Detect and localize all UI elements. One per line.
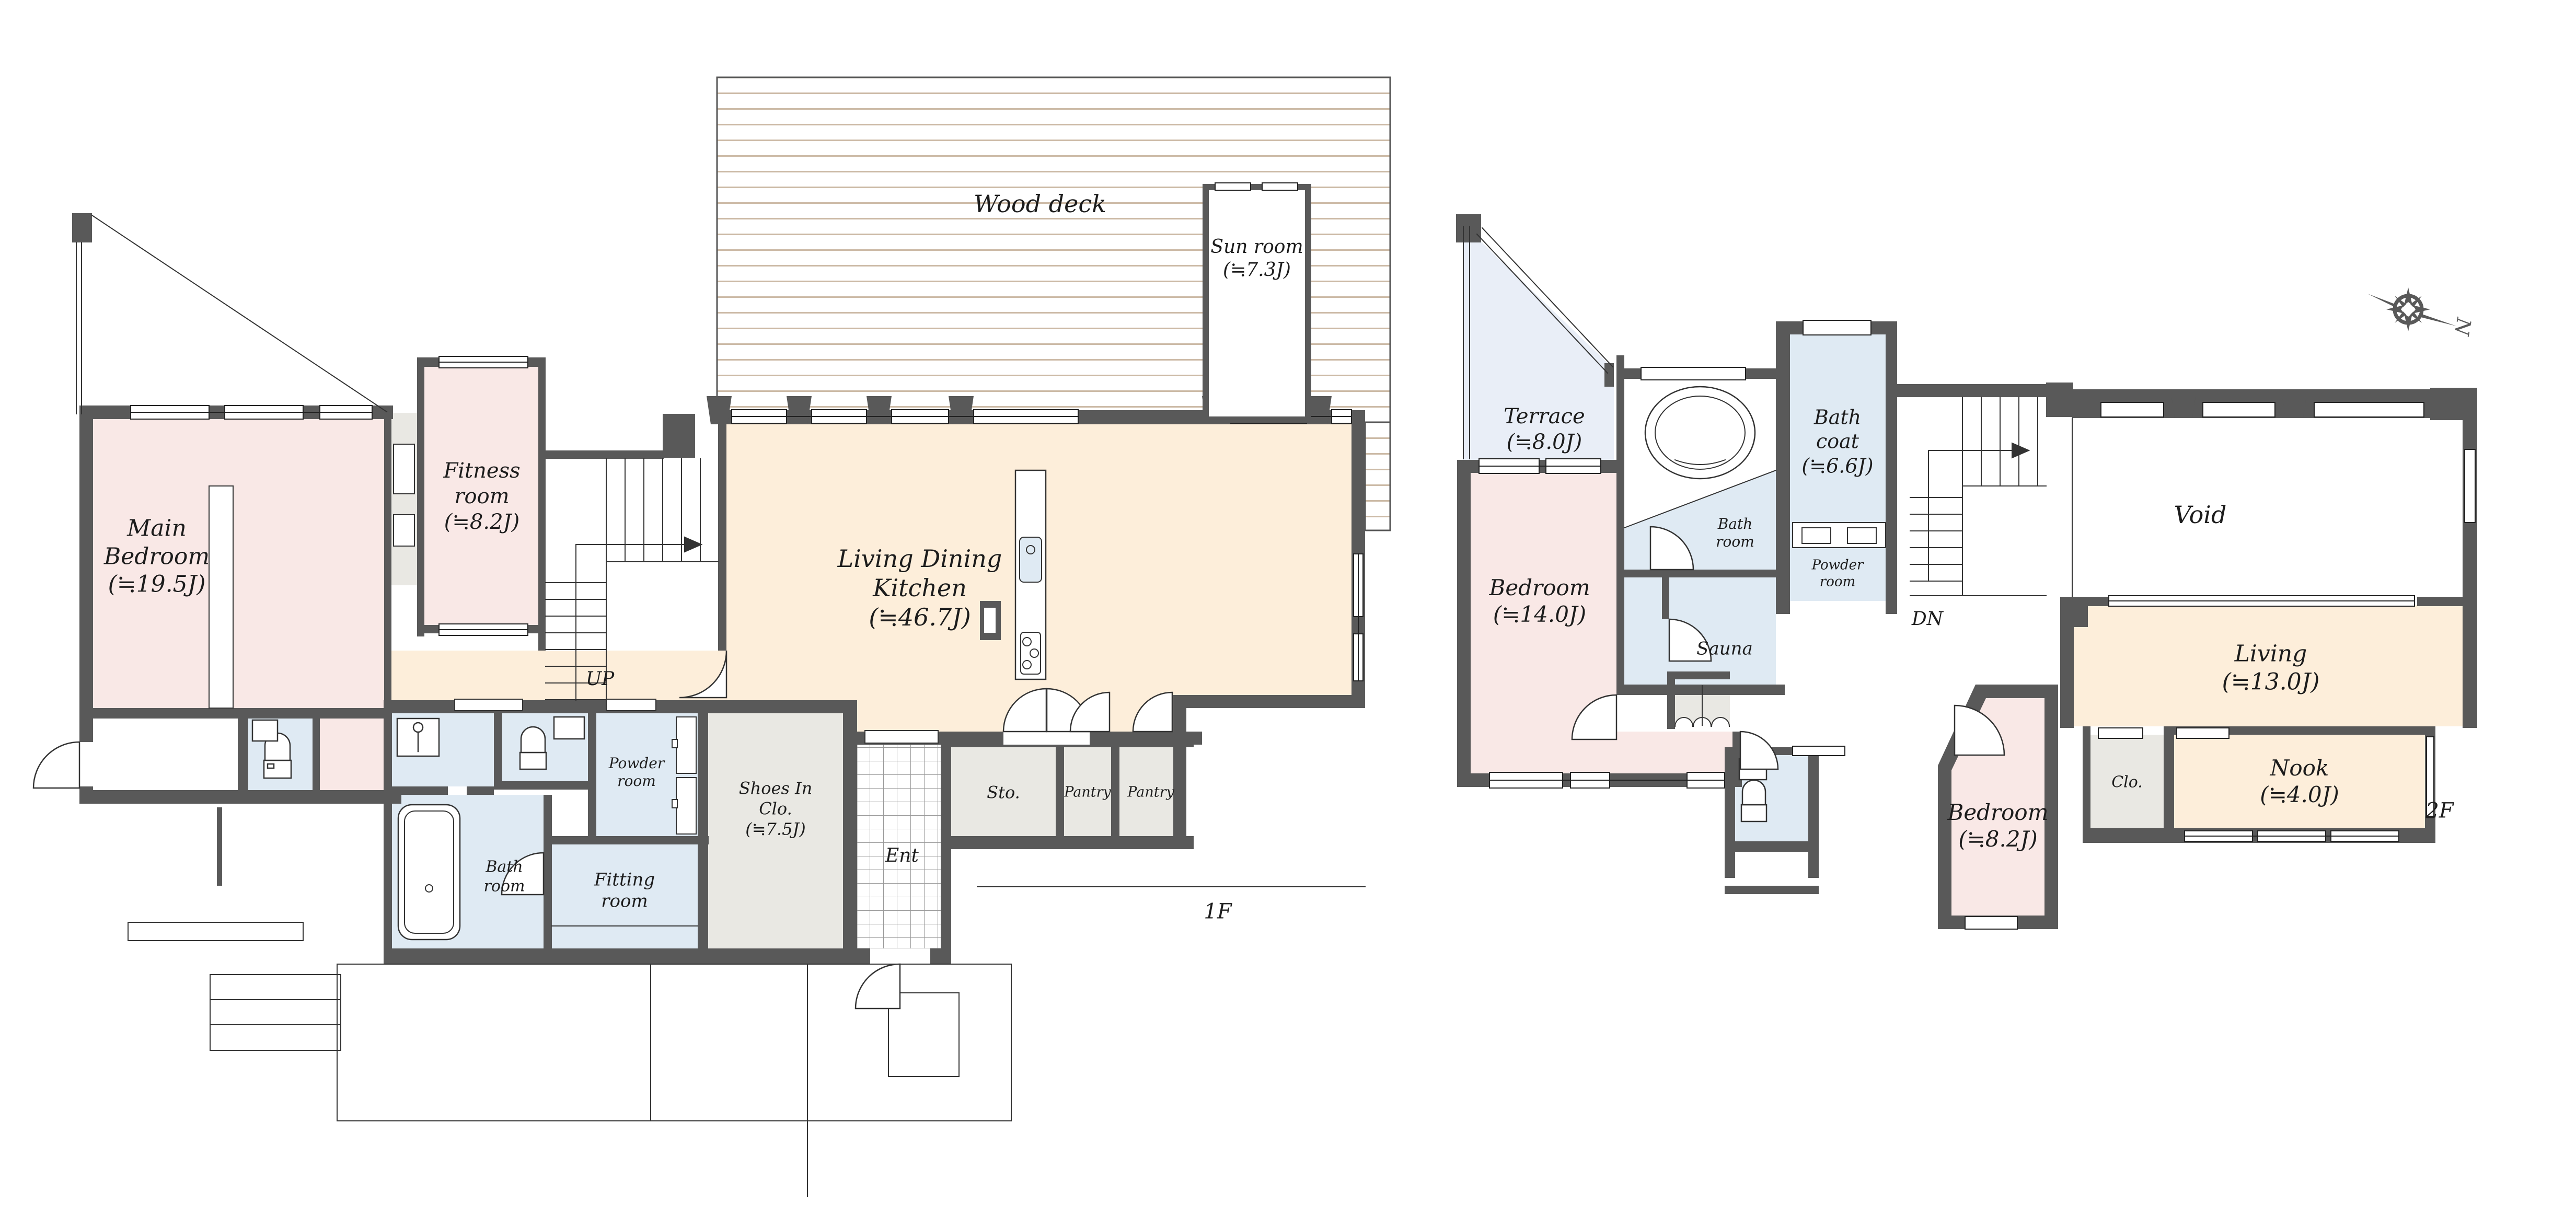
sauna-fill <box>1624 577 1776 685</box>
bathtub-icon <box>397 804 461 941</box>
wood-deck-side-strip <box>1364 421 1391 531</box>
clo-fill <box>2090 735 2164 828</box>
floor2-doors <box>1571 526 2005 770</box>
basin-powder <box>553 716 585 740</box>
sun-room-walls <box>1203 184 1311 423</box>
toilet-icon-2f <box>1740 779 1768 822</box>
shoes-in-clo-fill <box>708 713 843 948</box>
floor1-thin-outlines <box>76 214 1366 1197</box>
bedroom14-ext-fill <box>1616 732 1732 773</box>
terrace-railing <box>1463 226 1614 459</box>
stairs-up-icon <box>545 458 719 709</box>
washlet-closet-icons <box>393 444 415 547</box>
fitness-fill <box>424 367 538 625</box>
vanity-icon <box>1792 522 1886 548</box>
bedroom-closet-strip <box>391 413 417 585</box>
garden-wall <box>217 807 222 886</box>
hall-pink-fill <box>320 719 384 790</box>
floor1-doors <box>32 650 1173 1010</box>
stairs-down-icon <box>1910 397 2047 596</box>
floor2-window-lines <box>1478 466 2415 837</box>
floor1-plan <box>32 76 1391 1197</box>
closet-accordion-doors <box>1674 685 1730 727</box>
floor2-plan <box>1456 214 2477 930</box>
ent-fill <box>857 744 948 949</box>
fitting-fill <box>552 844 698 948</box>
toilet-icon-powder <box>519 726 547 770</box>
kitchen-island-icon <box>1014 469 1047 680</box>
compass-icon <box>2367 287 2456 331</box>
powder2f-fill <box>1790 548 1886 601</box>
shower-icon <box>396 717 440 757</box>
nook-fill <box>2174 735 2425 828</box>
living-fill <box>2074 605 2463 726</box>
pantry1-fill <box>1064 747 1111 836</box>
bedroom-closet-partition <box>209 485 234 709</box>
pantry2-fill <box>1119 747 1182 836</box>
ldk-corridor-fill <box>389 651 726 700</box>
powder-cabinets <box>672 716 697 835</box>
terrace-fill <box>1463 225 1614 460</box>
sto-fill <box>951 747 1056 836</box>
floor1-walls <box>72 213 1365 964</box>
bathcoat-fill <box>1790 334 1886 548</box>
basin-ensuite <box>251 719 279 742</box>
floor1-openings <box>79 608 1090 964</box>
main-bedroom-fill <box>93 419 384 708</box>
round-bathtub-icon <box>1644 386 1756 480</box>
